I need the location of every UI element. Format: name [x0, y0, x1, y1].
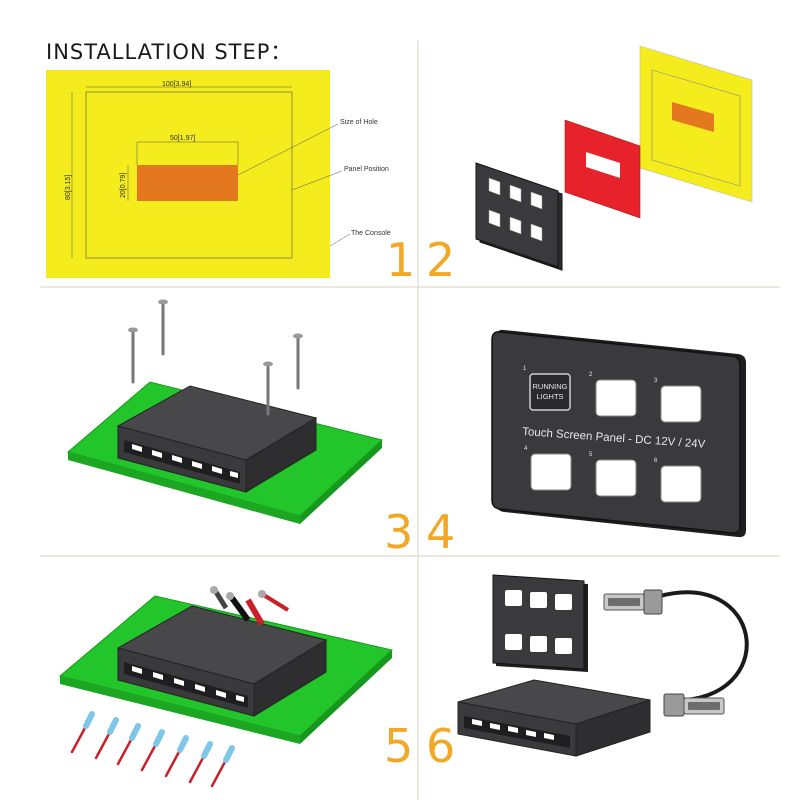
label-panel-position: Panel Position — [344, 166, 389, 173]
button-3 — [660, 385, 702, 423]
panel-position-outline — [85, 91, 293, 259]
touch-panel-small — [475, 162, 563, 271]
dim-width-outer: 100[3.94] — [162, 81, 191, 88]
svg-text:LIGHTS: LIGHTS — [536, 392, 563, 401]
step-5-diagram — [58, 586, 394, 788]
step-2-diagram — [475, 45, 753, 271]
button-running-lights — [529, 373, 571, 411]
dim-height-hole: 20[0.79] — [120, 173, 127, 198]
step-number-6: 6 — [426, 719, 455, 773]
svg-text:2: 2 — [589, 372, 593, 378]
svg-text:1: 1 — [523, 366, 527, 372]
button-4 — [530, 453, 572, 491]
label-size-of-hole: Size of Hole — [340, 119, 378, 126]
svg-text:RUNNING: RUNNING — [533, 382, 568, 391]
step-3-diagram — [66, 299, 384, 524]
step-number-2: 2 — [426, 233, 455, 287]
step-number-1: 1 — [386, 233, 415, 287]
serial-connector-icon — [603, 589, 663, 615]
hole-rectangle — [137, 165, 238, 201]
dividers — [40, 40, 780, 800]
svg-text:6: 6 — [654, 458, 658, 464]
terminal-icon — [210, 586, 290, 626]
dim-width-hole: 50[1.97] — [170, 135, 195, 142]
step-number-5: 5 — [384, 719, 413, 773]
step-1-diagram: 100[3.94] 80[3.15] 50[1.97] 20[0.79] Siz… — [46, 70, 391, 278]
cable-icon — [659, 590, 749, 702]
button-5 — [595, 459, 637, 497]
output-wires — [70, 711, 235, 788]
button-6 — [660, 465, 702, 503]
console-hole — [672, 102, 714, 132]
serial-connector-icon — [663, 693, 725, 717]
dim-height-outer: 80[3.15] — [65, 175, 72, 200]
gasket-hole — [586, 152, 620, 178]
svg-text:5: 5 — [589, 452, 593, 458]
svg-text:3: 3 — [654, 378, 658, 384]
svg-text:4: 4 — [524, 446, 528, 452]
label-the-console: The Console — [351, 230, 391, 237]
step-6-diagram — [457, 574, 749, 757]
touch-panel-large: RUNNING LIGHTS 1 2 3 4 5 6 Touch Screen … — [491, 329, 746, 538]
step-number-4: 4 — [426, 505, 455, 559]
page-title: INSTALLATION STEP： — [46, 40, 293, 64]
step-number-3: 3 — [384, 505, 413, 559]
touch-panel-small — [492, 574, 588, 672]
button-2 — [595, 379, 637, 417]
screw-icon — [131, 302, 300, 416]
